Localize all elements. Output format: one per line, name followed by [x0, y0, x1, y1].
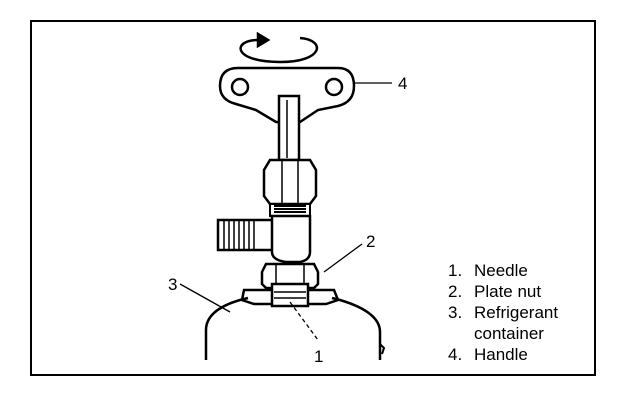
- leader-lines: [179, 82, 392, 341]
- valve-body: [270, 214, 312, 264]
- legend-label: Refrigerant: [474, 303, 559, 322]
- callout-needle: 1: [314, 347, 323, 366]
- outlet-port: [216, 218, 278, 252]
- rotation-arrow-icon: [239, 31, 319, 64]
- legend: 1. Needle 2. Plate nut 3. Refrigerant co…: [448, 260, 558, 365]
- legend-number: 1.: [448, 261, 463, 280]
- threaded-collar: [269, 203, 311, 217]
- valve-shaft: [277, 94, 301, 162]
- legend-number: 3.: [448, 303, 463, 322]
- legend-label: Needle: [474, 261, 528, 280]
- legend-label: Plate nut: [474, 282, 542, 301]
- legend-number: 2.: [448, 282, 463, 301]
- callout-container: 3: [168, 275, 177, 294]
- callout-handle: 4: [398, 74, 407, 93]
- refrigerant-container: [204, 296, 386, 360]
- legend-number: 4.: [448, 345, 463, 364]
- legend-label-continued: container: [474, 324, 544, 343]
- legend-item: 3. Refrigerant: [448, 302, 558, 323]
- legend-item: 2. Plate nut: [448, 281, 558, 302]
- figure-frame: [30, 20, 596, 376]
- legend-label: Handle: [474, 345, 528, 364]
- legend-item: 1. Needle: [448, 260, 558, 281]
- container-top: [240, 282, 340, 308]
- callout-plate-nut: 2: [366, 232, 375, 251]
- legend-item: 4. Handle: [448, 344, 558, 365]
- plate-nut: [260, 262, 320, 290]
- gland-nut: [262, 158, 318, 206]
